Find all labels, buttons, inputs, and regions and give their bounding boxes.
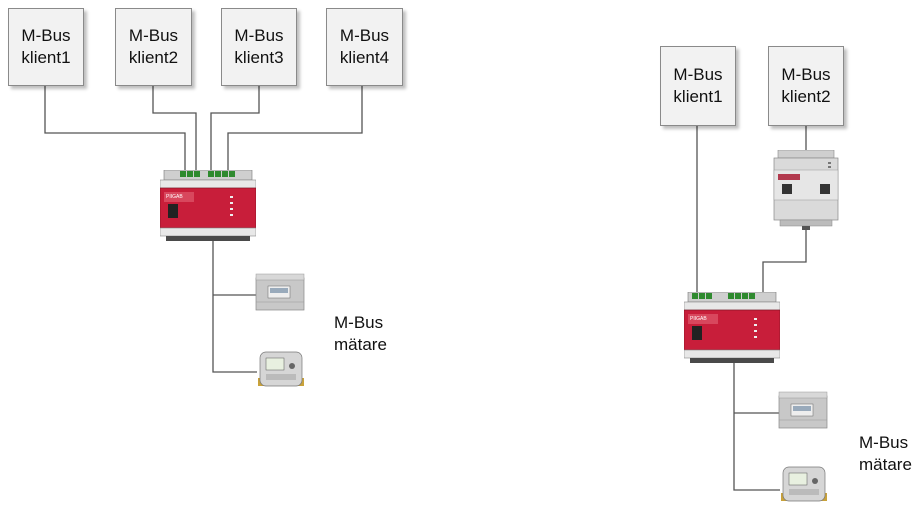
client-label-line2: klient1: [21, 48, 71, 67]
device-brand-text: PIIGAB: [690, 316, 707, 322]
client-label-line1: M-Bus: [234, 26, 284, 45]
meters-label-line2: mätare: [859, 455, 912, 474]
wire-right-repeater: [762, 228, 807, 294]
right-client-box-2: M-Bus klient2: [768, 46, 844, 126]
left-mbus-gateway-device: PIIGAB: [160, 170, 256, 241]
wire-left-klient1: [44, 85, 186, 172]
wire-left-klient2: [152, 85, 197, 172]
client-label-line2: klient1: [673, 87, 723, 106]
client-label-line1: M-Bus: [673, 65, 723, 84]
right-mbus-repeater-device: [773, 150, 839, 230]
wire-left-meter-bus: [212, 240, 257, 373]
client-label-line2: klient2: [128, 48, 179, 67]
right-din-meter: [778, 391, 828, 429]
client-label-line2: klient4: [339, 48, 390, 67]
wire-left-klient3: [210, 85, 260, 172]
meters-label-line1: M-Bus: [334, 313, 384, 332]
client-label-line1: M-Bus: [781, 65, 831, 84]
left-meters-label: M-Bus mätare: [334, 312, 387, 356]
wire-right-meter-bus: [733, 360, 780, 491]
device-brand-text: PIIGAB: [166, 194, 183, 200]
left-client-box-3: M-Bus klient3: [221, 8, 297, 86]
right-heat-meter: [781, 466, 827, 502]
left-client-box-2: M-Bus klient2: [115, 8, 192, 86]
client-label-line2: klient2: [781, 87, 831, 106]
left-client-box-4: M-Bus klient4: [326, 8, 403, 86]
meters-label-line2: mätare: [334, 335, 387, 354]
right-client-box-1: M-Bus klient1: [660, 46, 736, 126]
right-meters-label: M-Bus mätare: [859, 432, 912, 476]
left-heat-meter: [258, 351, 304, 387]
wire-left-klient4: [227, 85, 363, 172]
meters-label-line1: M-Bus: [859, 433, 909, 452]
left-client-box-1: M-Bus klient1: [8, 8, 84, 86]
right-mbus-gateway-device: PIIGAB: [684, 292, 780, 363]
left-din-meter: [255, 273, 305, 311]
client-label-line1: M-Bus: [128, 26, 179, 45]
client-label-line1: M-Bus: [21, 26, 71, 45]
client-label-line2: klient3: [234, 48, 284, 67]
client-label-line1: M-Bus: [339, 26, 390, 45]
